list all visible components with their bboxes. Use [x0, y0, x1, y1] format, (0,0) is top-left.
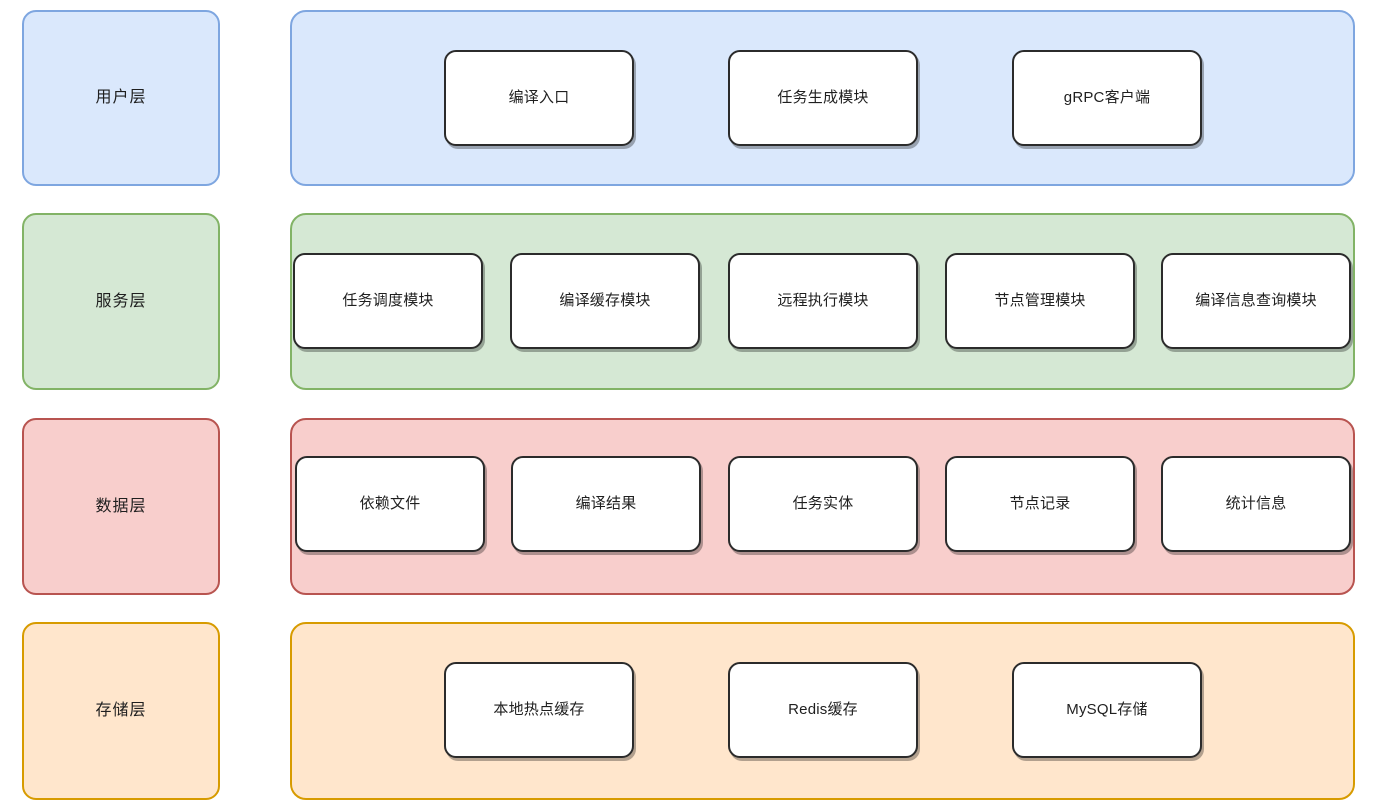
node-box[interactable]: MySQL存储: [1012, 662, 1202, 758]
node-box[interactable]: Redis缓存: [728, 662, 918, 758]
node-label: gRPC客户端: [1063, 88, 1151, 106]
node-box[interactable]: 任务生成模块: [728, 50, 918, 146]
node-label: 统计信息: [1225, 494, 1287, 512]
node-label: 编译缓存模块: [559, 291, 651, 309]
node-label: 任务调度模块: [342, 291, 434, 309]
node-label: Redis缓存: [788, 700, 858, 718]
node-box[interactable]: 节点记录: [945, 456, 1135, 552]
node-box[interactable]: 编译信息查询模块: [1161, 253, 1351, 349]
node-label: 编译入口: [508, 88, 570, 106]
node-label: 任务实体: [792, 494, 854, 512]
layer-label-data-layer: 数据层: [22, 418, 220, 595]
node-label: 本地热点缓存: [493, 700, 585, 718]
node-label: 任务生成模块: [777, 88, 869, 106]
layer-label-user-layer: 用户层: [22, 10, 220, 186]
layer-label-text: 数据层: [95, 497, 147, 515]
node-box[interactable]: 远程执行模块: [728, 253, 918, 349]
node-box[interactable]: 任务调度模块: [293, 253, 483, 349]
node-box[interactable]: 编译结果: [511, 456, 701, 552]
node-label: 远程执行模块: [777, 291, 869, 309]
node-box[interactable]: 依赖文件: [295, 456, 485, 552]
node-box[interactable]: 任务实体: [728, 456, 918, 552]
layer-label-service-layer: 服务层: [22, 213, 220, 390]
node-label: 节点管理模块: [994, 291, 1086, 309]
node-label: 节点记录: [1009, 494, 1071, 512]
node-label: 编译信息查询模块: [1195, 291, 1317, 309]
node-box[interactable]: gRPC客户端: [1012, 50, 1202, 146]
layer-label-text: 服务层: [95, 292, 147, 310]
node-label: 依赖文件: [359, 494, 421, 512]
node-label: MySQL存储: [1066, 700, 1148, 718]
layer-label-text: 用户层: [95, 89, 147, 107]
node-box[interactable]: 统计信息: [1161, 456, 1351, 552]
layer-label-text: 存储层: [95, 702, 147, 720]
node-box[interactable]: 编译入口: [444, 50, 634, 146]
layer-label-storage-layer: 存储层: [22, 622, 220, 800]
node-box[interactable]: 本地热点缓存: [444, 662, 634, 758]
node-label: 编译结果: [575, 494, 637, 512]
node-box[interactable]: 编译缓存模块: [510, 253, 700, 349]
node-box[interactable]: 节点管理模块: [945, 253, 1135, 349]
